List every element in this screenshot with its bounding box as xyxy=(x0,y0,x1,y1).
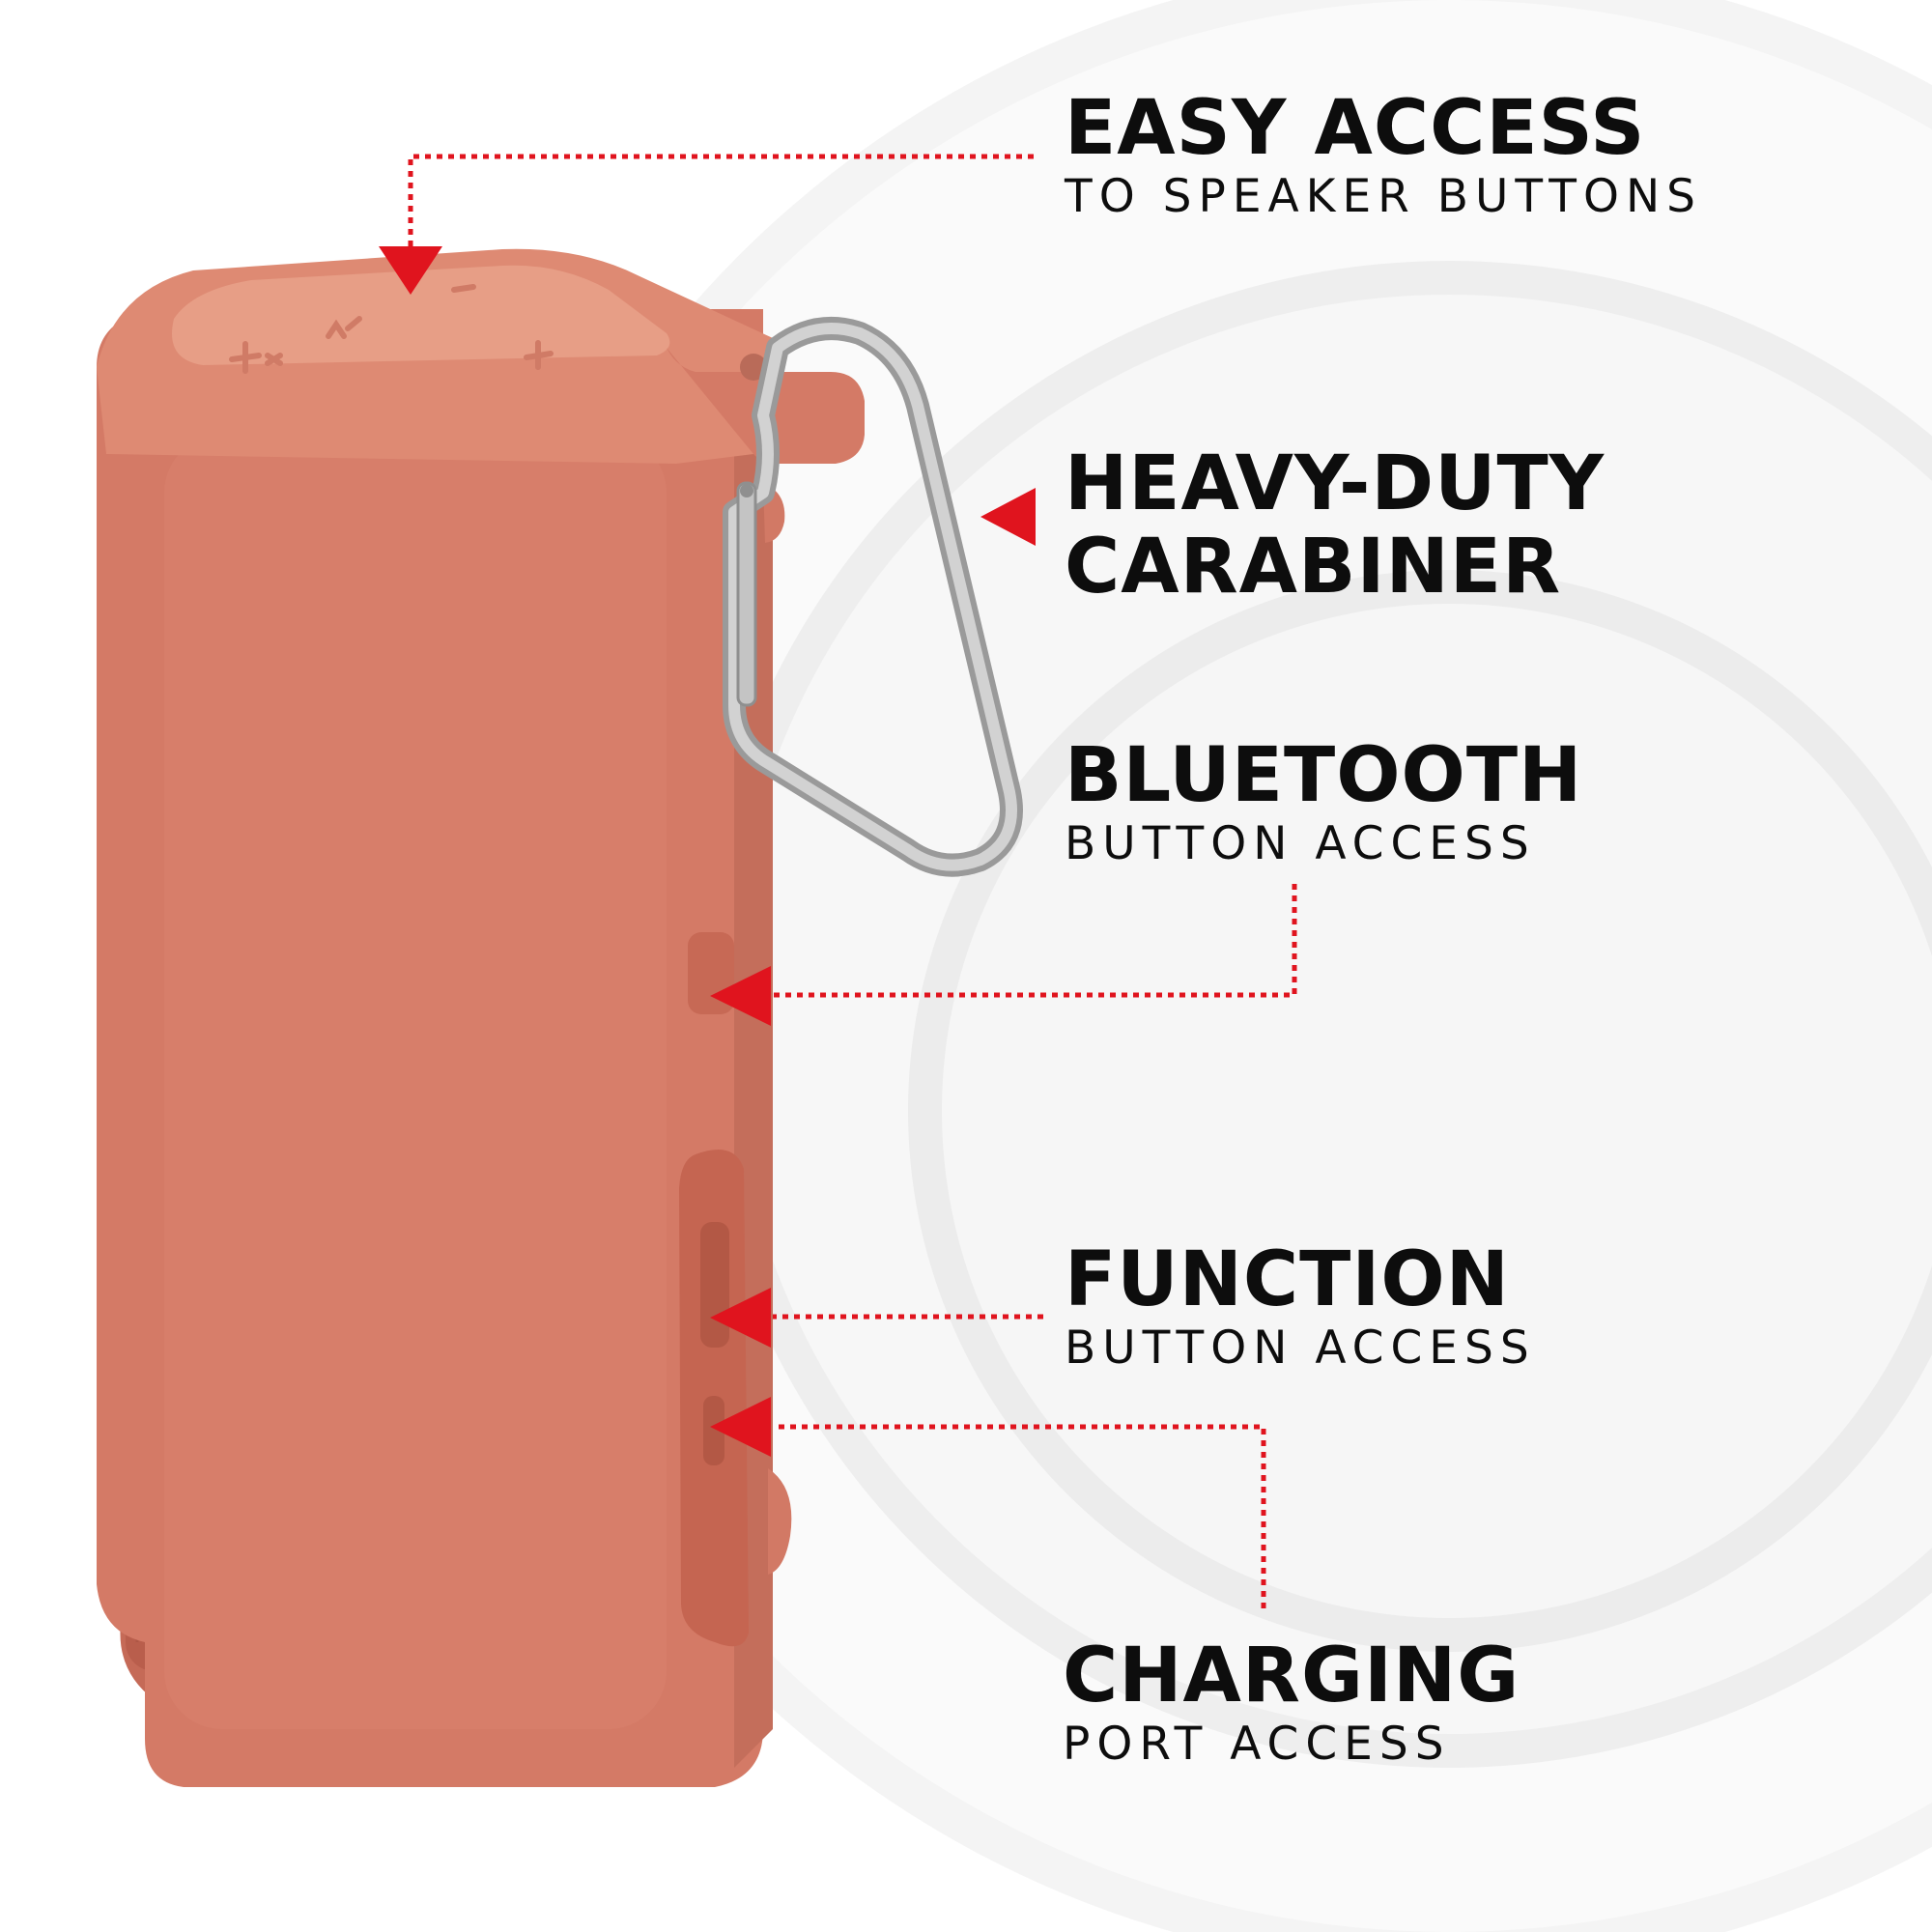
charging-port-cutout xyxy=(703,1396,724,1465)
easy-access-subtitle: TO SPEAKER BUTTONS xyxy=(1065,170,1703,223)
top-button-panel xyxy=(172,265,670,365)
bluetooth-heading: BLUETOOTH xyxy=(1065,732,1583,819)
function-subtitle: BUTTON ACCESS xyxy=(1065,1321,1536,1375)
charging-arrow-icon xyxy=(710,1397,771,1457)
callout-arrows xyxy=(379,246,1036,1457)
carabiner xyxy=(723,317,1023,877)
callout-function: FUNCTION BUTTON ACCESS xyxy=(1065,1238,1536,1376)
bluetooth-subtitle: BUTTON ACCESS xyxy=(1065,817,1536,870)
charging-subtitle: PORT ACCESS xyxy=(1063,1718,1451,1771)
bluetooth-arrow-icon xyxy=(710,966,771,1026)
charging-heading: CHARGING xyxy=(1063,1633,1520,1719)
carabiner-arrow-icon xyxy=(980,488,1036,546)
easy-access-heading: EASY ACCESS xyxy=(1065,85,1646,172)
callout-bluetooth: BLUETOOTH BUTTON ACCESS xyxy=(1065,734,1582,871)
callout-easy-access: EASY ACCESS TO SPEAKER BUTTONS xyxy=(1065,87,1702,224)
easy-access-arrow-icon xyxy=(379,246,442,295)
function-button-cutout xyxy=(700,1222,729,1348)
callout-charging: CHARGING PORT ACCESS xyxy=(1063,1634,1520,1772)
callout-carabiner: HEAVY-DUTY CARABINER xyxy=(1065,442,1605,609)
top-button-icons xyxy=(229,284,554,374)
silicone-case xyxy=(97,248,865,1787)
function-arrow-icon xyxy=(710,1288,771,1348)
function-heading: FUNCTION xyxy=(1065,1236,1510,1323)
carabiner-heading-line2: CARABINER xyxy=(1065,524,1562,611)
callout-connectors xyxy=(408,154,1297,1608)
carabiner-heading-line1: HEAVY-DUTY xyxy=(1065,440,1605,527)
